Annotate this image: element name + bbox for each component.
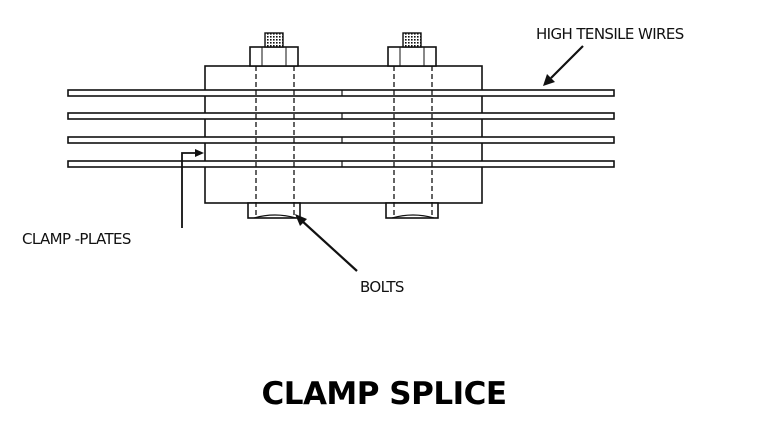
clamp-plate <box>204 65 483 204</box>
wire-2 <box>67 112 615 120</box>
clamp-plates-pointer <box>181 149 204 228</box>
wire-1 <box>67 89 615 97</box>
bolt-left <box>247 32 301 219</box>
bolt-right-nut <box>387 46 437 67</box>
wire-3 <box>67 136 615 144</box>
diagram-title: CLAMP SPLICE <box>261 376 506 412</box>
bolts-label: BOLTS <box>360 278 404 296</box>
bolt-left-head <box>247 202 301 219</box>
wires-group <box>67 89 615 168</box>
bolt-right-thread <box>402 32 422 48</box>
wires-label: HIGH TENSILE WIRES <box>536 25 684 43</box>
wire-4 <box>67 160 615 168</box>
bolt-right <box>385 32 439 219</box>
wires-pointer <box>543 45 584 86</box>
bolt-left-thread <box>264 32 284 48</box>
clamp-plates-label: CLAMP -PLATES <box>22 230 131 248</box>
bolts-pointer <box>295 214 358 272</box>
bolt-right-head <box>385 202 439 219</box>
bolt-left-nut <box>249 46 299 67</box>
